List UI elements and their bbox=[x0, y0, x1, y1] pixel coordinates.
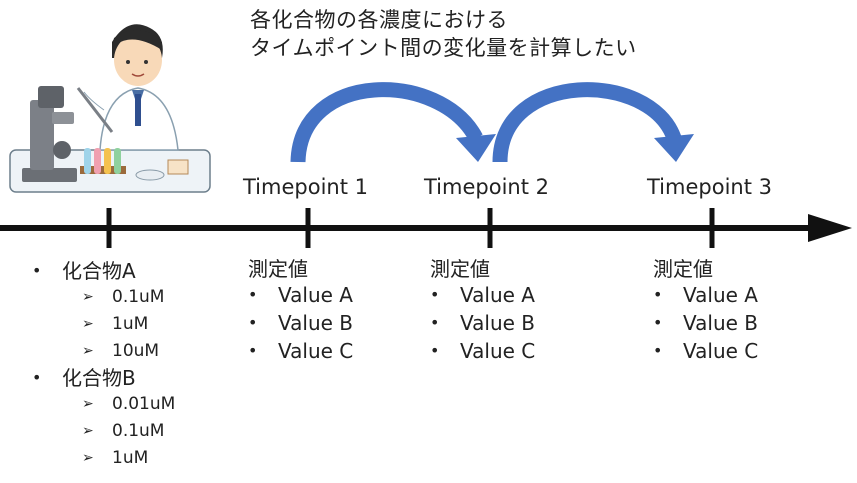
value-label: Value A bbox=[278, 283, 353, 307]
timepoint-3-label: Timepoint 3 bbox=[647, 175, 772, 199]
title-line-1: 各化合物の各濃度における bbox=[250, 8, 508, 32]
value-item: •Value B bbox=[248, 311, 353, 335]
diagram-title: 各化合物の各濃度における タイムポイント間の変化量を計算したい bbox=[250, 6, 637, 62]
concentration-label: 0.1uM bbox=[112, 421, 165, 441]
scientist-illustration bbox=[9, 24, 211, 193]
axis-arrowhead bbox=[808, 214, 852, 242]
measurement-heading: 測定値 bbox=[248, 257, 308, 281]
value-item: •Value C bbox=[653, 339, 759, 363]
timepoint-1-label: Timepoint 1 bbox=[243, 175, 368, 199]
value-item: •Value A bbox=[430, 283, 535, 307]
value-item: •Value A bbox=[248, 283, 353, 307]
value-label: Value A bbox=[460, 283, 535, 307]
measurement-block-1: 測定値 •Value A •Value B •Value C bbox=[248, 257, 353, 365]
concentration-label: 10uM bbox=[112, 341, 160, 361]
compound-item: •化合物B bbox=[32, 366, 136, 390]
value-label: Value B bbox=[460, 311, 535, 335]
measurement-block-3: 測定値 •Value A •Value B •Value C bbox=[653, 257, 758, 365]
value-item: •Value B bbox=[430, 311, 535, 335]
measurement-block-2: 測定値 •Value A •Value B •Value C bbox=[430, 257, 535, 365]
value-item: •Value C bbox=[248, 339, 354, 363]
concentration-item: ➢10uM bbox=[32, 338, 175, 365]
timepoint-2-label: Timepoint 2 bbox=[424, 175, 549, 199]
value-item: •Value C bbox=[430, 339, 536, 363]
value-item: •Value A bbox=[653, 283, 758, 307]
value-label: Value B bbox=[278, 311, 353, 335]
concentration-item: ➢0.1uM bbox=[32, 418, 175, 445]
compound-name: 化合物A bbox=[62, 259, 136, 283]
microscope-icon bbox=[22, 86, 77, 182]
test-tubes-icon bbox=[80, 148, 126, 174]
compound-name: 化合物B bbox=[62, 366, 136, 390]
concentration-item: ➢0.01uM bbox=[32, 391, 175, 418]
concentration-item: ➢1uM bbox=[32, 445, 175, 472]
concentration-label: 0.01uM bbox=[112, 394, 176, 414]
compound-list: •化合物A ➢0.1uM ➢1uM ➢10uM •化合物B ➢0.01uM ➢0… bbox=[32, 258, 175, 472]
concentration-item: ➢1uM bbox=[32, 311, 175, 338]
measurement-heading: 測定値 bbox=[430, 257, 490, 281]
value-item: •Value B bbox=[653, 311, 758, 335]
concentration-label: 1uM bbox=[112, 448, 149, 468]
measurement-heading: 測定値 bbox=[653, 257, 713, 281]
value-label: Value A bbox=[683, 283, 758, 307]
value-label: Value C bbox=[278, 339, 354, 363]
curved-arrow-2 bbox=[492, 82, 694, 163]
compound-item: •化合物A bbox=[32, 259, 136, 283]
title-line-2: タイムポイント間の変化量を計算したい bbox=[250, 36, 637, 60]
concentration-label: 1uM bbox=[112, 314, 149, 334]
value-label: Value C bbox=[460, 339, 536, 363]
concentration-label: 0.1uM bbox=[112, 287, 165, 307]
value-label: Value C bbox=[683, 339, 759, 363]
concentration-item: ➢0.1uM bbox=[32, 284, 175, 311]
curved-arrow-1 bbox=[290, 82, 496, 163]
value-label: Value B bbox=[683, 311, 758, 335]
